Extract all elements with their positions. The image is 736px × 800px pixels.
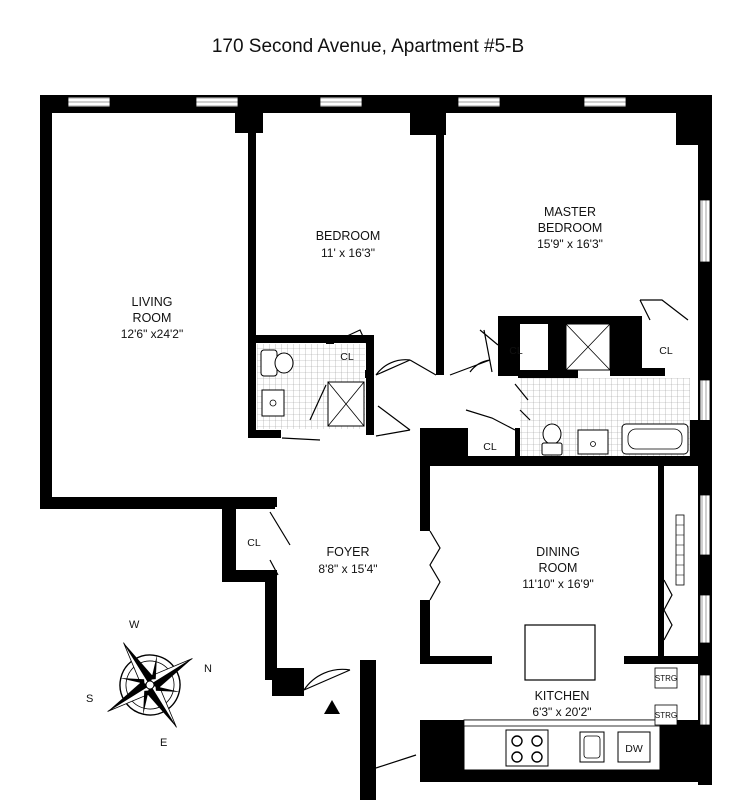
storage-label-1: STRG (655, 674, 677, 683)
storage-units (654, 667, 678, 726)
entry-arrow (324, 700, 340, 714)
windows (67, 96, 711, 726)
foyer-name: FOYER (326, 545, 369, 559)
bedroom-dim: 11' x 16'3" (321, 246, 375, 260)
compass-e: E (160, 737, 167, 749)
master-bedroom-dim: 15'9" x 16'3" (537, 237, 603, 251)
living-room-dim: 12'6" x24'2" (121, 327, 183, 341)
dining-table (524, 624, 596, 681)
dining-room-name-2: ROOM (539, 561, 578, 575)
closet-label-master-2: CL (659, 345, 673, 357)
plan-title: 170 Second Avenue, Apartment #5-B (211, 36, 525, 57)
dining-room-name-1: DINING (536, 545, 580, 559)
bathroom-2 (520, 323, 690, 456)
compass-n: N (204, 663, 212, 675)
compass-s: S (86, 693, 93, 705)
dishwasher-label: DW (625, 743, 643, 755)
closet-label-foyer: CL (247, 537, 261, 549)
doors (269, 299, 689, 769)
kitchen-dim: 6'3" x 20'2" (532, 705, 591, 719)
master-bedroom-name-1: MASTER (544, 205, 596, 219)
storage-label-2: STRG (655, 711, 677, 720)
master-bedroom-name-2: BEDROOM (538, 221, 603, 235)
living-room-name-1: LIVING (132, 295, 173, 309)
kitchen-counter (463, 719, 661, 771)
closet-label-hall: CL (483, 441, 497, 453)
foyer-dim: 8'8" x 15'4" (318, 562, 377, 576)
bathroom-1 (257, 344, 365, 429)
dining-room-dim: 11'10" x 16'9" (522, 577, 594, 591)
compass-w: W (129, 619, 140, 631)
closet-label-bedroom: CL (340, 351, 354, 363)
radiator (675, 514, 685, 586)
living-room-name-2: ROOM (133, 311, 172, 325)
kitchen-name: KITCHEN (535, 689, 590, 703)
interior-walls (248, 113, 712, 664)
bedroom-name: BEDROOM (316, 229, 381, 243)
closet-label-master-1: CL (509, 345, 523, 357)
compass-rose (107, 642, 193, 728)
